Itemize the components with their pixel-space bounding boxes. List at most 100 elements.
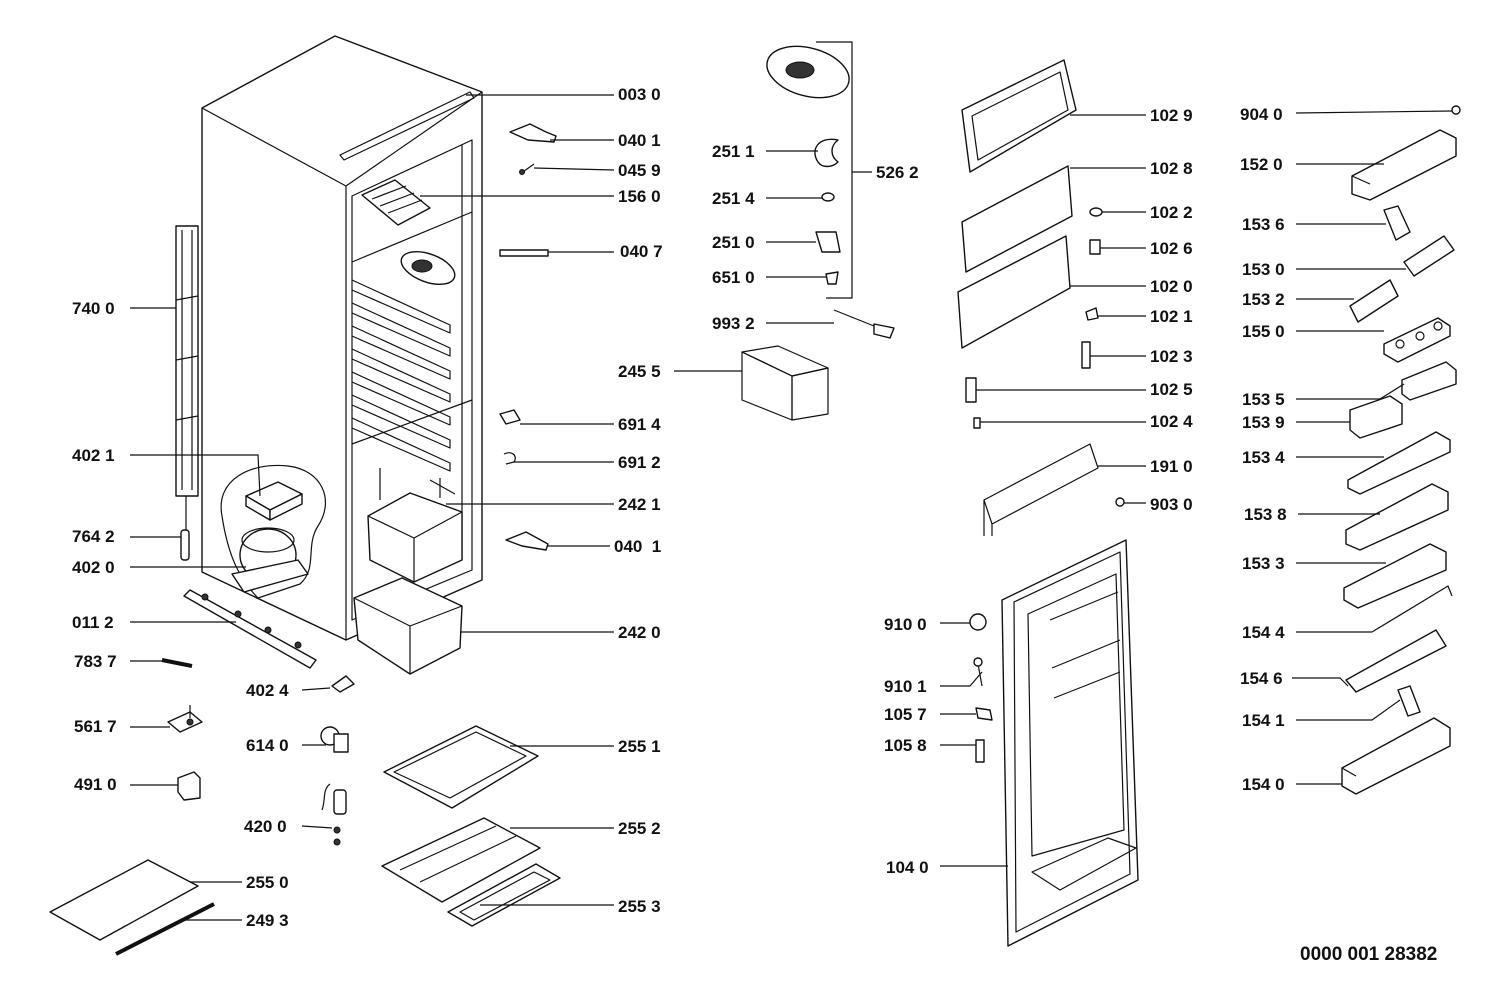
freezer-door-frame-1029 bbox=[961, 59, 1077, 173]
hinge-0401-bottom bbox=[505, 531, 549, 551]
label-153-2: 153 2 bbox=[1242, 290, 1285, 309]
label-402-0: 402 0 bbox=[72, 558, 115, 577]
pin-9101 bbox=[973, 657, 983, 687]
cover-1532 bbox=[1349, 279, 1399, 323]
label-614-0: 614 0 bbox=[246, 736, 289, 755]
label-154-1: 154 1 bbox=[1242, 711, 1285, 730]
label-153-4: 153 4 bbox=[1242, 448, 1285, 467]
label-740-0: 740 0 bbox=[72, 299, 115, 318]
sensor-probe-7837 bbox=[161, 658, 193, 668]
label-102-8: 102 8 bbox=[1150, 159, 1193, 178]
label-153-5: 153 5 bbox=[1242, 390, 1285, 409]
label-105-8: 105 8 bbox=[884, 736, 927, 755]
bin-1534 bbox=[1347, 431, 1451, 495]
label-102-6: 102 6 bbox=[1150, 239, 1193, 258]
cabinet-shelf-rails bbox=[351, 279, 451, 472]
seal-strip-2493 bbox=[115, 902, 215, 956]
clip-6914 bbox=[499, 409, 521, 425]
bulb-6510 bbox=[825, 271, 839, 285]
bracket-4910 bbox=[177, 771, 201, 801]
glass-shelf-2551 bbox=[383, 725, 539, 809]
bin-1540 bbox=[1341, 717, 1451, 795]
frame-1910 bbox=[983, 443, 1099, 536]
dryer-filter bbox=[180, 529, 190, 561]
cable-9932 bbox=[833, 309, 895, 339]
freezer-door-panel-1028 bbox=[961, 165, 1073, 273]
label-783-7: 783 7 bbox=[74, 652, 117, 671]
shelf-insert-2553 bbox=[447, 863, 561, 927]
fridge-door-1040 bbox=[1001, 539, 1139, 947]
rail-1544 bbox=[1371, 585, 1453, 633]
thermostat-6140 bbox=[320, 726, 349, 753]
cover-plate-2550 bbox=[49, 859, 199, 941]
interior-light-housing bbox=[400, 251, 456, 285]
clip-1541 bbox=[1397, 685, 1421, 717]
label-255-1: 255 1 bbox=[618, 737, 661, 756]
lamp-housing-5262 bbox=[766, 45, 850, 99]
label-152-0: 152 0 bbox=[1240, 155, 1283, 174]
bin-1546 bbox=[1345, 629, 1447, 693]
catch-1021 bbox=[1085, 307, 1099, 321]
label-903-0: 903 0 bbox=[1150, 495, 1193, 514]
label-156-0: 156 0 bbox=[618, 187, 661, 206]
label-155-0: 155 0 bbox=[1242, 322, 1285, 341]
label-153-3: 153 3 bbox=[1242, 554, 1285, 573]
crisper-box-upper bbox=[367, 492, 463, 583]
label-402-4: 402 4 bbox=[246, 681, 289, 700]
bin-1520 bbox=[1351, 129, 1457, 201]
label-153-6: 153 6 bbox=[1242, 215, 1285, 234]
leader-lines bbox=[130, 41, 1453, 921]
part-number-labels: 003 0 040 1 045 9 156 0 040 7 740 0 402 … bbox=[72, 85, 1287, 930]
label-764-2: 764 2 bbox=[72, 527, 115, 546]
clip-1536 bbox=[1383, 205, 1411, 241]
part-1057 bbox=[975, 707, 993, 721]
label-251-1: 251 1 bbox=[712, 142, 755, 161]
part-1058 bbox=[975, 739, 985, 763]
label-245-5: 245 5 bbox=[618, 362, 661, 381]
bin-1533 bbox=[1343, 543, 1447, 609]
glass-shelf-2552 bbox=[381, 817, 541, 903]
label-249-3: 249 3 bbox=[246, 911, 289, 930]
label-255-0: 255 0 bbox=[246, 873, 289, 892]
label-102-0: 102 0 bbox=[1150, 277, 1193, 296]
document-code: 0000 001 28382 bbox=[1300, 944, 1438, 965]
wire-rack-2455 bbox=[741, 345, 829, 421]
label-251-0: 251 0 bbox=[712, 233, 755, 252]
cover-1530 bbox=[1403, 235, 1455, 277]
label-105-7: 105 7 bbox=[884, 705, 927, 724]
label-910-0: 910 0 bbox=[884, 615, 927, 634]
plate-1025 bbox=[965, 377, 977, 403]
hinge-1023 bbox=[1081, 341, 1091, 369]
label-526-2: 526 2 bbox=[876, 163, 919, 182]
relay-5617 bbox=[167, 705, 203, 733]
part-0407 bbox=[499, 249, 549, 257]
cap-9040 bbox=[1451, 105, 1461, 115]
label-102-1: 102 1 bbox=[1150, 307, 1193, 326]
label-102-5: 102 5 bbox=[1150, 380, 1193, 399]
switch-2514 bbox=[821, 192, 835, 202]
label-402-1: 402 1 bbox=[72, 446, 115, 465]
label-154-6: 154 6 bbox=[1240, 669, 1283, 688]
knob-1022 bbox=[1089, 207, 1103, 217]
knob-9030 bbox=[1115, 497, 1125, 507]
label-561-7: 561 7 bbox=[74, 717, 117, 736]
label-242-0: 242 0 bbox=[618, 623, 661, 642]
box-1535 bbox=[1401, 361, 1457, 401]
bin-1538 bbox=[1345, 483, 1449, 551]
lamp-cover-2511 bbox=[814, 138, 839, 168]
hinge-cover-9100 bbox=[969, 613, 987, 631]
compressor-assembly bbox=[220, 464, 327, 599]
label-003-0: 003 0 bbox=[618, 85, 661, 104]
label-993-2: 993 2 bbox=[712, 314, 755, 333]
label-242-1: 242 1 bbox=[618, 495, 661, 514]
label-102-3: 102 3 bbox=[1150, 347, 1193, 366]
hook-6912 bbox=[503, 452, 516, 465]
label-040-1-top: 040 1 bbox=[618, 131, 661, 150]
label-910-1: 910 1 bbox=[884, 677, 927, 696]
label-011-2: 011 2 bbox=[72, 613, 114, 632]
condenser-coil bbox=[175, 225, 199, 532]
label-691-2: 691 2 bbox=[618, 453, 661, 472]
label-191-0: 191 0 bbox=[1150, 457, 1193, 476]
bottom-rail bbox=[183, 589, 317, 669]
